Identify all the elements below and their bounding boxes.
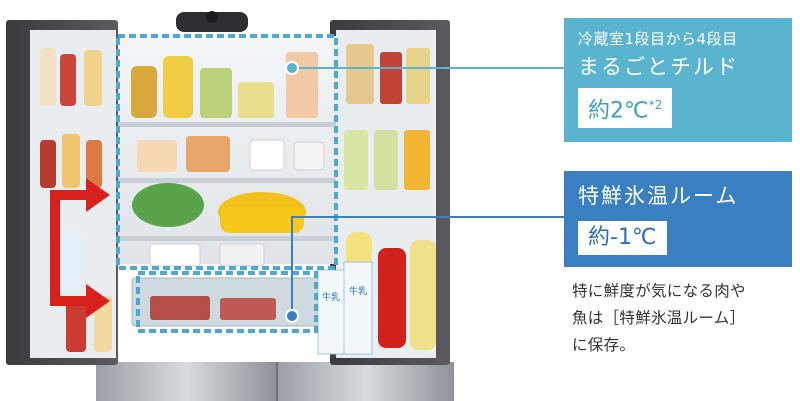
chilled-zone-outline [116,34,338,270]
chilled-callout: 冷蔵室1段目から4段目 まるごとチルド 約2℃*2 [564,18,792,142]
chilled-callout-line1: 冷蔵室1段目から4段目 [578,30,738,48]
storage-note-line1: 特に鮮度が気になる肉や [572,282,746,300]
ice-temp-callout-title: 特鮮氷温ルーム [578,184,739,208]
shelf-items [131,52,325,267]
ice-zone-outline [136,271,318,333]
right-door-items [344,44,436,350]
milk-label-2: 牛乳 [349,285,367,297]
ice-temp-callout: 特鮮氷温ルーム 約-1℃ [564,171,792,267]
ice-temp-box: 約-1℃ [578,221,667,255]
lower-drawer-left [96,362,276,401]
storage-note-line3: に保存。 [572,336,636,354]
chilled-temp-value: 約2℃ [588,98,649,124]
chilled-temp-box: 約2℃*2 [578,88,673,129]
chilled-temp-note-mark: *2 [648,98,663,112]
chilled-callout-line2: まるごとチルド [578,55,739,79]
ice-temp-value: 約-1℃ [588,225,657,250]
ice-connector [291,216,564,316]
milk-label-1: 牛乳 [322,291,340,303]
storage-note-line2: 魚は［特鮮氷温ルーム］ [572,309,746,327]
milk-cartons: 牛乳 牛乳 [317,261,373,355]
red-arrow-icon [50,178,110,318]
storage-note: 特に鮮度が気になる肉や 魚は［特鮮氷温ルーム］ に保存。 [572,278,798,359]
lower-drawer-right [278,362,454,401]
